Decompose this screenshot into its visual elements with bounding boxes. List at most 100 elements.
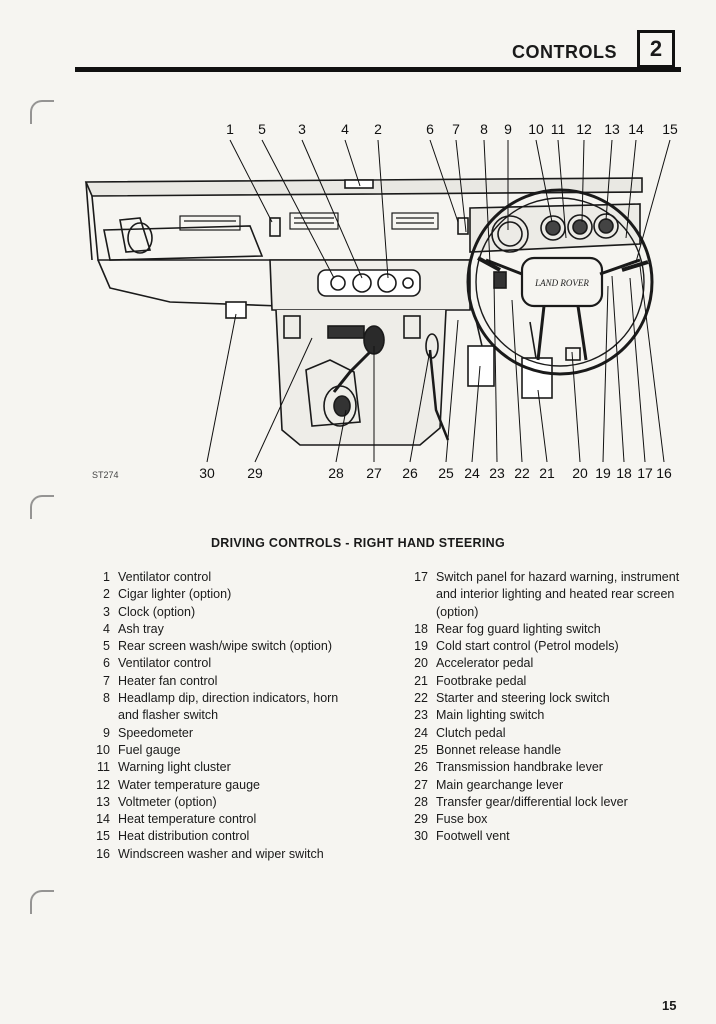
legend-item-text: Switch panel for hazard warning, instrum… xyxy=(436,570,680,619)
binding-hole-mark xyxy=(30,890,54,914)
legend-item-number: 20 xyxy=(414,656,428,671)
legend-item-number: 5 xyxy=(103,639,110,654)
figure-caption: DRIVING CONTROLS - RIGHT HAND STEERING xyxy=(210,536,506,550)
callout-leader-line xyxy=(511,299,523,463)
legend-item: 25 Bonnet release handle xyxy=(408,742,688,759)
legend-item-text: Warning light cluster xyxy=(118,760,231,775)
callout-number: 12 xyxy=(576,121,592,137)
legend-item: 20 Accelerator pedal xyxy=(408,655,688,672)
callout-leader-line xyxy=(625,139,637,239)
legend-item: 19 Cold start control (Petrol models) xyxy=(408,638,688,655)
legend-item: 21 Footbrake pedal xyxy=(408,673,688,690)
legend-item-number: 19 xyxy=(414,639,428,654)
legend-item-number: 9 xyxy=(103,725,110,740)
legend-item-text: Accelerator pedal xyxy=(436,656,534,671)
callout-leader-line xyxy=(455,139,467,233)
legend-item: 22 Starter and steering lock switch xyxy=(408,690,688,707)
legend-item-number: 16 xyxy=(96,846,110,861)
callout-number: 24 xyxy=(464,465,480,481)
legend-item-number: 21 xyxy=(414,673,428,688)
callout-number: 28 xyxy=(328,465,344,481)
callout-number: 21 xyxy=(539,465,555,481)
legend-item-text: Heat distribution control xyxy=(118,829,250,844)
legend-item-number: 26 xyxy=(414,760,428,775)
legend-item-number: 10 xyxy=(96,742,110,757)
legend-item-number: 23 xyxy=(414,708,428,723)
callout-number: 9 xyxy=(504,121,512,137)
callout-leader-line xyxy=(629,277,646,463)
legend-item-number: 27 xyxy=(414,777,428,792)
callout-number: 10 xyxy=(528,121,544,137)
callout-leader-line xyxy=(377,139,389,279)
callout-leader-line xyxy=(261,139,335,279)
callout-leader-line xyxy=(602,285,609,463)
callout-leader-line xyxy=(611,275,625,463)
callout-number: 26 xyxy=(402,465,418,481)
legend-item-number: 11 xyxy=(97,760,110,775)
callout-number: 15 xyxy=(662,121,678,137)
legend-item-text: Fuse box xyxy=(436,812,488,827)
legend-item-number: 18 xyxy=(414,621,428,636)
callout-leader-line xyxy=(229,139,273,223)
legend-item-text: Ventilator control xyxy=(118,656,212,671)
dashboard-illustration xyxy=(84,177,654,446)
callout-number: 20 xyxy=(572,465,588,481)
callout-number: 1 xyxy=(226,121,234,137)
callout-leader-line xyxy=(581,139,585,223)
callout-leader-line xyxy=(445,319,459,463)
callout-leader-line xyxy=(493,279,498,463)
legend-item-number: 25 xyxy=(414,742,428,757)
legend-item: 13 Voltmeter (option) xyxy=(90,794,340,811)
legend-item-text: Footbrake pedal xyxy=(436,673,527,688)
callout-leader-line xyxy=(557,139,567,239)
legend-item: 5 Rear screen wash/wipe switch (option) xyxy=(90,638,340,655)
callout-number: 27 xyxy=(366,465,382,481)
legend-item-text: Heat temperature control xyxy=(118,812,257,827)
callout-leader-line xyxy=(535,139,553,223)
legend-item-text: Starter and steering lock switch xyxy=(436,691,610,706)
legend-item-number: 2 xyxy=(103,587,110,602)
callout-number: 4 xyxy=(341,121,349,137)
legend-item-number: 22 xyxy=(414,691,428,706)
legend-item-text: Bonnet release handle xyxy=(436,742,562,757)
callout-leader-line xyxy=(206,313,237,463)
legend-item-number: 13 xyxy=(96,794,110,809)
legend-item-number: 14 xyxy=(96,812,110,827)
callout-number: 6 xyxy=(426,121,434,137)
callout-leaders xyxy=(206,139,671,463)
legend-item-text: Rear fog guard lighting switch xyxy=(436,621,601,636)
legend-item: 14 Heat temperature control xyxy=(90,811,340,828)
callout-leader-line xyxy=(605,139,613,221)
legend-item-text: Ventilator control xyxy=(118,570,212,584)
callout-number: 25 xyxy=(438,465,454,481)
dash-vent xyxy=(179,212,439,231)
callout-number: 3 xyxy=(298,121,306,137)
section-title: CONTROLS xyxy=(512,42,617,62)
legend-item-text: Clutch pedal xyxy=(436,725,506,740)
page-number: 15 xyxy=(662,998,677,1013)
legend-item-text: Footwell vent xyxy=(436,829,510,844)
callout-number: 17 xyxy=(637,465,653,481)
callout-leader-line xyxy=(301,139,363,279)
legend-item-text: Cold start control (Petrol models) xyxy=(436,639,619,654)
legend-item-text: Rear screen wash/wipe switch (option) xyxy=(118,639,332,654)
callout-number: 13 xyxy=(604,121,620,137)
legend-item-text: Voltmeter (option) xyxy=(118,794,217,809)
legend-item-number: 15 xyxy=(96,829,110,844)
